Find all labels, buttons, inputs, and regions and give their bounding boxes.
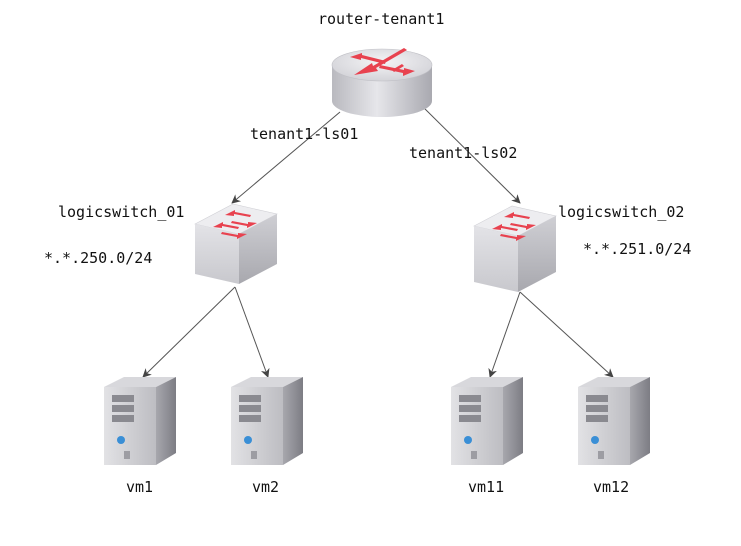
edge-logicswitch-01-to-vm1: [142, 286, 236, 378]
logicswitch-01-label: logicswitch_01: [58, 203, 185, 221]
logicswitch-02-icon[interactable]: [473, 205, 557, 292]
edge-logicswitch-02-to-vm12: [519, 291, 614, 378]
edge-router-to-logicswitch-02: [419, 103, 521, 204]
vm1-server-icon[interactable]: [104, 377, 176, 465]
logicswitch-01-icon[interactable]: [194, 203, 278, 284]
edge-logicswitch-01-to-vm2: [234, 286, 270, 378]
vm12-server-icon[interactable]: [578, 377, 650, 465]
link-label-tenant1-ls02: tenant1-ls02: [409, 144, 518, 162]
vm1-label: vm1: [126, 478, 154, 496]
subnet-label-02: *.*.251.0/24: [583, 240, 692, 258]
router-label: router-tenant1: [318, 10, 445, 28]
logicswitch-02-label: logicswitch_02: [558, 203, 685, 221]
vm12-label: vm12: [593, 478, 630, 496]
subnet-label-01: *.*.250.0/24: [44, 249, 153, 267]
edge-logicswitch-02-to-vm11: [488, 291, 521, 378]
link-label-tenant1-ls01: tenant1-ls01: [250, 125, 359, 143]
edges: [142, 103, 614, 378]
vm2-server-icon[interactable]: [231, 377, 303, 465]
router-icon[interactable]: [331, 48, 433, 117]
vm11-label: vm11: [468, 478, 505, 496]
vm11-server-icon[interactable]: [451, 377, 523, 465]
edge-router-to-logicswitch-01: [231, 111, 341, 204]
vm2-label: vm2: [252, 478, 280, 496]
